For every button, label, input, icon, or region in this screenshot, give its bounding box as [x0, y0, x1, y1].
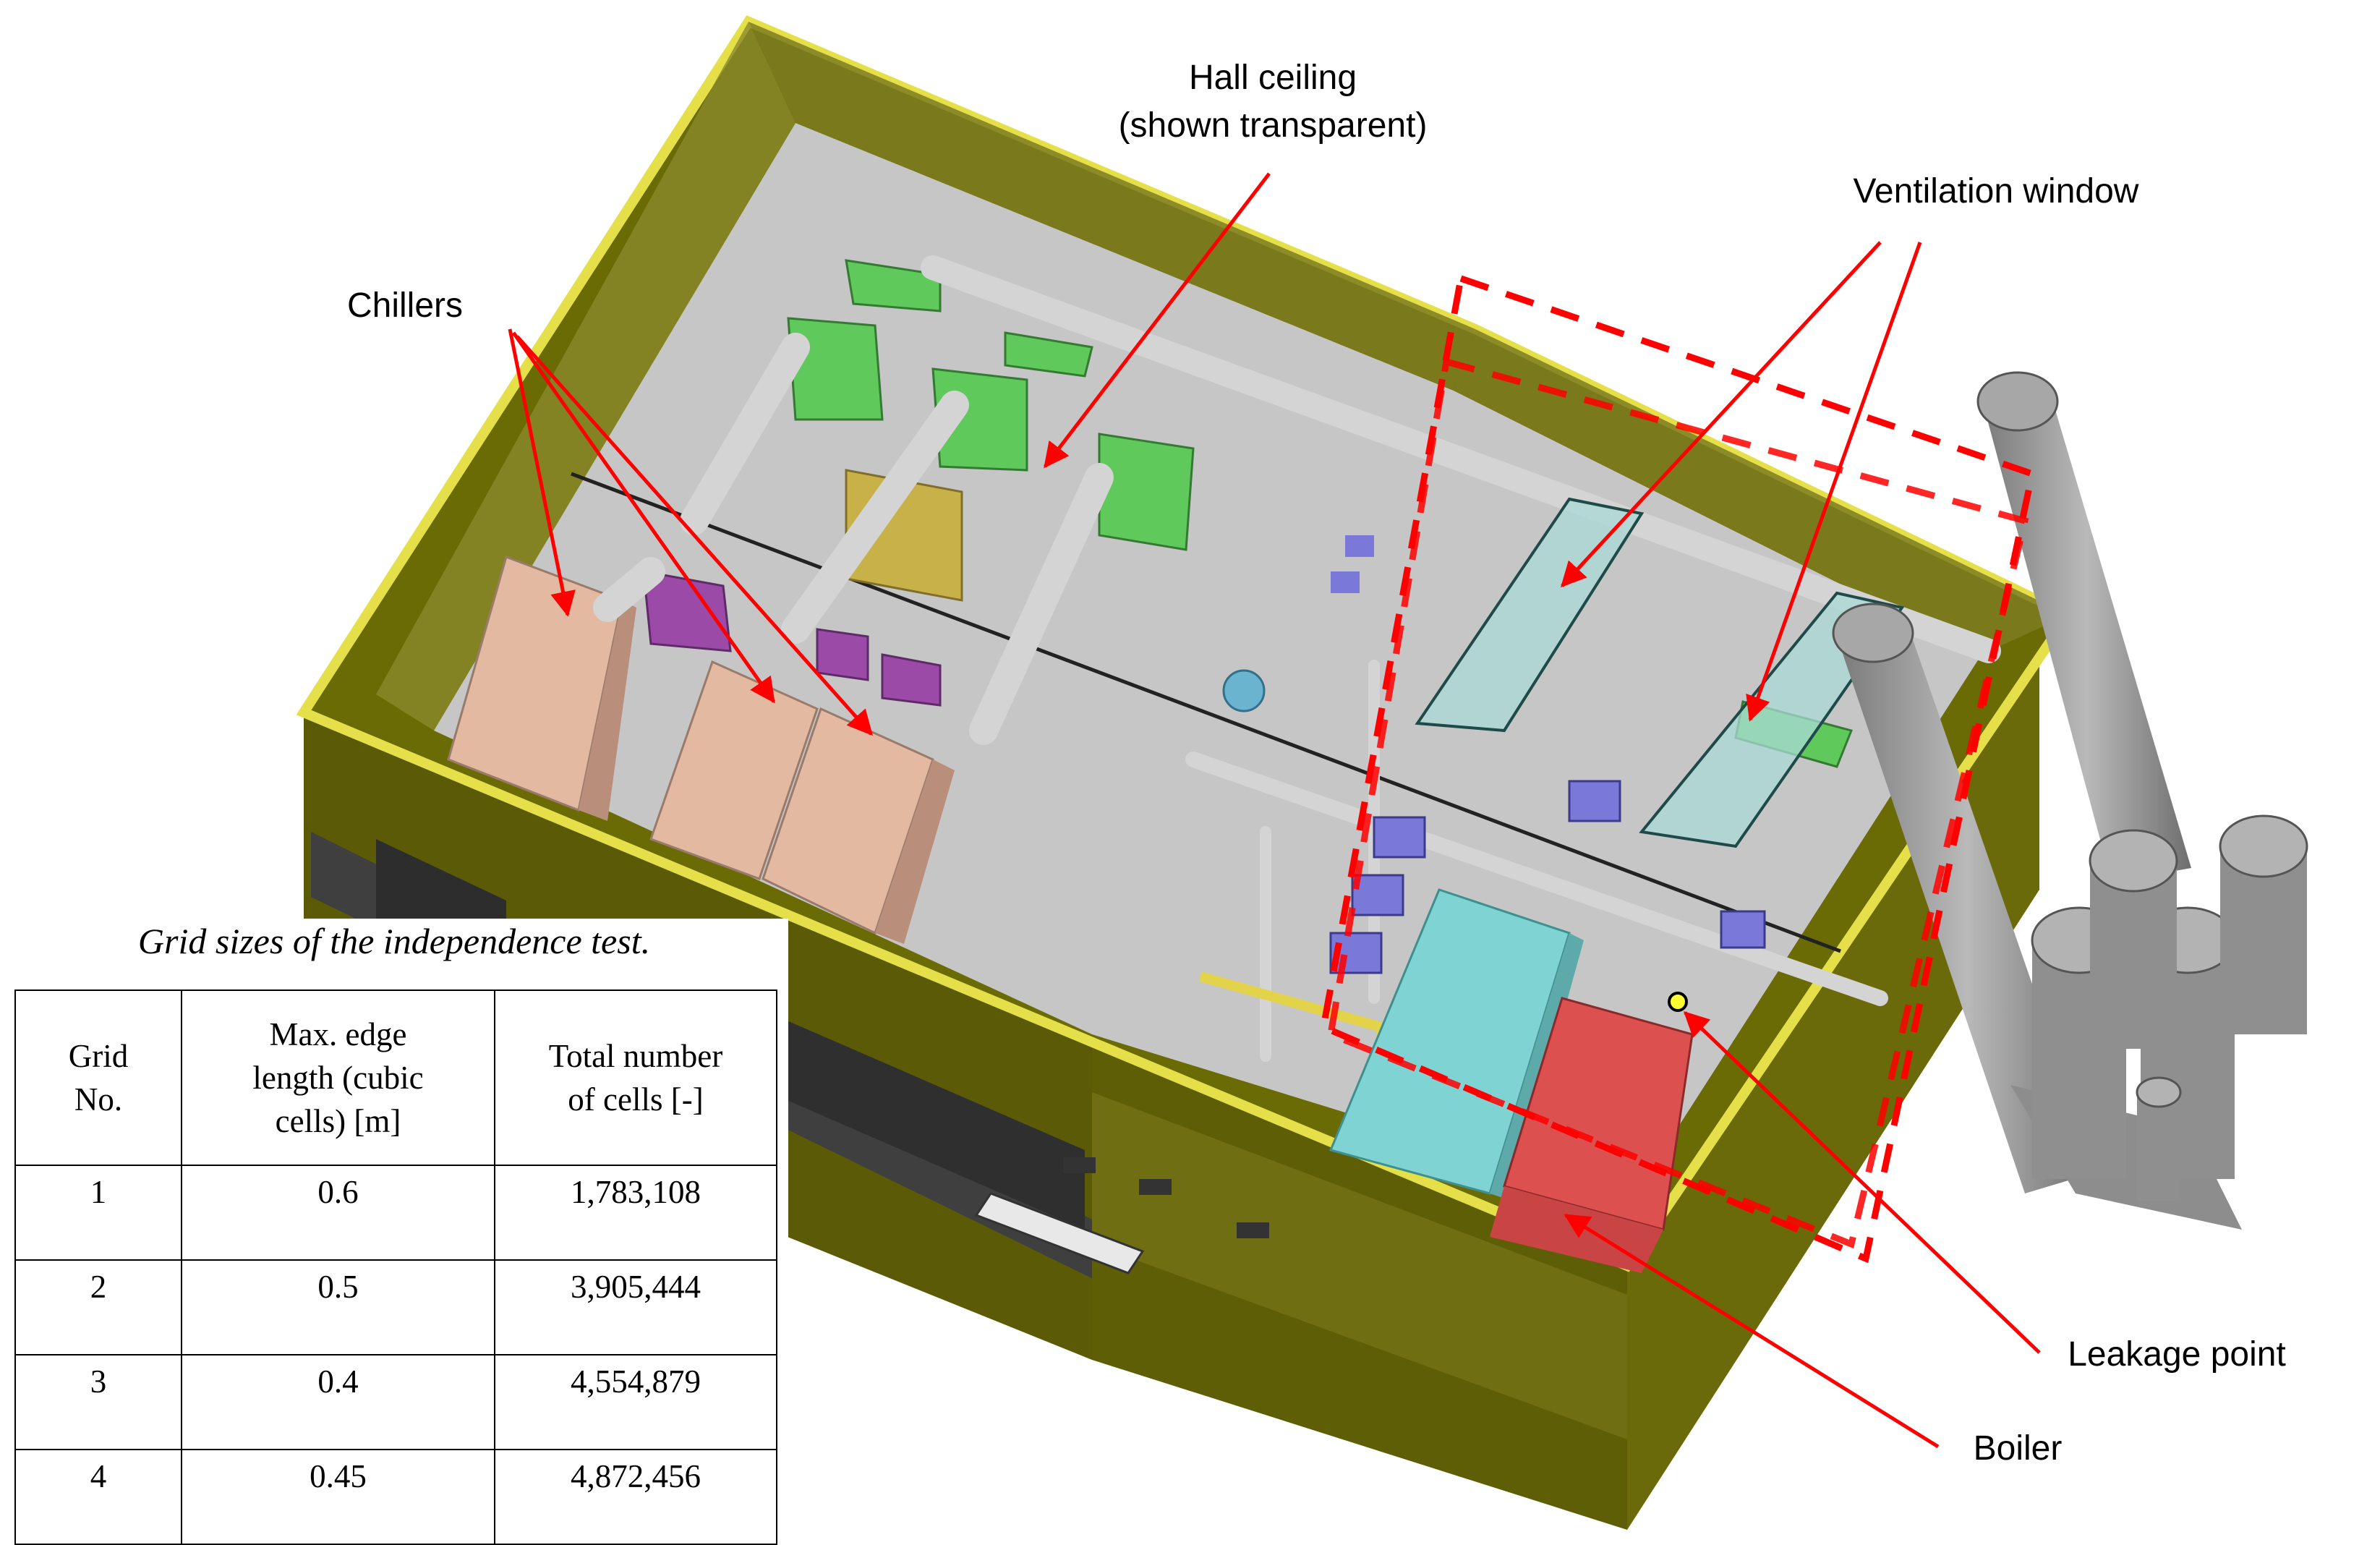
small-vent [1063, 1157, 1096, 1173]
dashed-zone-outline [1319, 274, 2036, 1264]
ceiling-beam [571, 472, 1841, 953]
table-caption: Grid sizes of the independence test. [137, 921, 651, 961]
stack-top [1832, 603, 1914, 663]
label-boiler: Boiler [1973, 1429, 2063, 1468]
cell-grid-no: 2 [14, 1259, 182, 1355]
cell-total-cells: 4,554,879 [494, 1354, 777, 1450]
ventilation-window-1 [1415, 497, 1645, 733]
chiller-front [579, 600, 636, 821]
green-unit [787, 317, 884, 421]
table-row: 1 0.6 1,783,108 [14, 1165, 777, 1261]
leakage-point-marker [1668, 992, 1688, 1012]
arrow-ventilation-window [1561, 241, 1882, 588]
cell-total-cells: 3,905,444 [494, 1259, 777, 1355]
arrow-leakage-point [1683, 1010, 2041, 1354]
stack-pipe [1982, 398, 2191, 882]
ventilation-window-2 [1639, 591, 1905, 848]
blue-pump [1351, 874, 1404, 916]
pipe [593, 557, 665, 622]
table-row: 3 0.4 4,554,879 [14, 1354, 777, 1450]
stack-cylinder [2137, 1092, 2180, 1201]
cell-total-cells: 1,783,108 [494, 1165, 777, 1261]
header-line: length (cubic [252, 1060, 424, 1096]
cell-total-cells: 4,872,456 [494, 1449, 777, 1545]
pipework [593, 255, 2001, 1062]
hall-ceiling-line2: (shown transparent) [1118, 106, 1428, 145]
header-max-edge: Max. edge length (cubic cells) [m] [181, 989, 495, 1166]
blue-pump [1373, 816, 1426, 859]
blue-pump [1222, 669, 1266, 712]
pipe [1185, 752, 1888, 1006]
blue-pump [1331, 571, 1360, 593]
pipe [680, 333, 810, 535]
small-vent [1139, 1179, 1172, 1195]
cell-grid-no: 1 [14, 1165, 182, 1261]
green-unit [1004, 331, 1093, 378]
arrow-chillers [516, 335, 873, 736]
header-line: Grid [68, 1038, 129, 1074]
pipe [969, 463, 1114, 745]
dashed-zone-outline [1326, 357, 2029, 1249]
header-line: No. [74, 1081, 123, 1118]
header-grid-no: Grid No. [14, 989, 182, 1166]
callout-arrows [508, 172, 2041, 1449]
process-area [1222, 535, 1766, 1201]
arrow-ventilation-window [1746, 242, 1922, 722]
blue-pump [1568, 780, 1621, 822]
cell-grid-no: 3 [14, 1354, 182, 1450]
cell-edge-length: 0.45 [181, 1449, 495, 1545]
inner-back-wall-top [748, 22, 1475, 391]
blue-pump [1720, 910, 1766, 949]
label-ventilation-window: Ventilation window [1853, 172, 2139, 210]
door-panel [1092, 1092, 1627, 1439]
header-line: Max. edge [269, 1016, 407, 1052]
ventilation-windows [1415, 497, 1905, 848]
arrow-chillers [511, 331, 776, 704]
table-header-row: Grid No. Max. edge length (cubic cells) … [14, 989, 777, 1166]
label-chillers: Chillers [346, 286, 464, 325]
cell-edge-length: 0.6 [181, 1165, 495, 1261]
blue-pump [1345, 535, 1374, 557]
pipe [921, 255, 2001, 663]
purple-unit [642, 570, 732, 652]
chillers [447, 556, 955, 944]
header-total-cells: Total number of cells [-] [494, 989, 777, 1166]
inner-back-wall-left [376, 22, 796, 731]
cell-edge-length: 0.4 [181, 1354, 495, 1450]
hall-ceiling-line1: Hall ceiling [1188, 59, 1357, 97]
purple-unit [881, 653, 942, 707]
label-leakage-point: Leakage point [2068, 1335, 2286, 1374]
cell-edge-length: 0.5 [181, 1259, 495, 1355]
purple-unit [816, 628, 869, 681]
stack-top [2089, 829, 2178, 893]
cyan-tank-side [1490, 933, 1584, 1201]
exhaust-stacks [1832, 371, 2308, 1230]
louver-vent [974, 1192, 1145, 1274]
table-row: 2 0.5 3,905,444 [14, 1259, 777, 1355]
grid-sizes-table: Grid No. Max. edge length (cubic cells) … [14, 989, 777, 1545]
header-line: of cells [-] [568, 1081, 704, 1118]
front-window-mid [752, 1005, 1085, 1230]
pipe [781, 391, 969, 644]
chiller-front [875, 759, 955, 944]
arrow-boiler [1564, 1213, 1940, 1449]
table-row: 4 0.45 4,872,456 [14, 1449, 777, 1545]
arrow-hall-ceiling [1044, 172, 1271, 469]
stack-top [2136, 1076, 2182, 1108]
small-vent [1237, 1222, 1269, 1238]
label-hall-ceiling: Hall ceiling (shown transparent) [1081, 54, 1464, 150]
inner-back-wall-right [1454, 329, 2068, 655]
arrow-chillers [508, 328, 576, 617]
header-line: cells) [m] [275, 1103, 401, 1139]
green-unit [1098, 433, 1195, 551]
chiller-unit [649, 660, 819, 880]
green-unit [845, 259, 942, 312]
stack-top [1976, 371, 2059, 432]
header-line: Total number [548, 1038, 723, 1074]
cell-grid-no: 4 [14, 1449, 182, 1545]
stack-top [2219, 814, 2308, 878]
